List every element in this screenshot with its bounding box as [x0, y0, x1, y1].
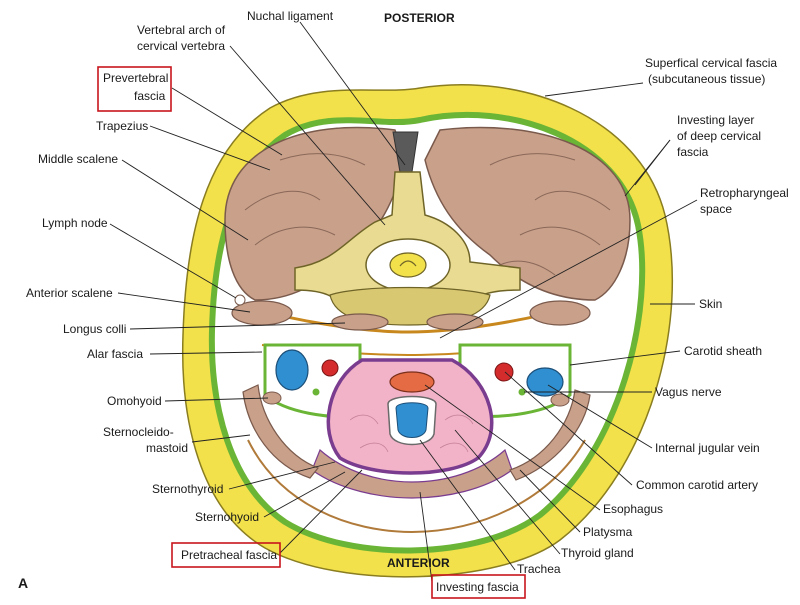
label-retropharyngeal-line1: Retropharyngeal [700, 186, 789, 200]
vagus-right [518, 388, 526, 396]
label-common-carotid: Common carotid artery [636, 478, 758, 492]
label-skin: Skin [699, 297, 722, 311]
common-carotid-left [321, 359, 339, 377]
label-middle-scalene: Middle scalene [38, 152, 118, 166]
label-prevertebral-line1: Prevertebral [103, 71, 168, 85]
spinal-cord [389, 252, 427, 278]
label-prevertebral-line2: fascia [134, 89, 166, 103]
labels: POSTERIOR ANTERIOR A Nuchal ligament Ver… [18, 9, 789, 599]
highlight-box-pretracheal [171, 542, 281, 568]
highlight-box-prevertebral [97, 66, 172, 112]
highlight-box-investing [431, 574, 526, 599]
vagus-left [312, 388, 320, 396]
label-lymph-node: Lymph node [42, 216, 108, 230]
anterior-label: ANTERIOR [387, 556, 450, 570]
internal-jugular-left [275, 349, 309, 391]
label-vagus-nerve: Vagus nerve [655, 385, 722, 399]
label-investing-layer-line2: of deep cervical [677, 129, 761, 143]
prevertebral-fascia-line [239, 303, 581, 334]
label-sternohyoid: Sternohyoid [195, 510, 259, 524]
neck-cross-section [181, 84, 674, 578]
label-superficial-line2: (subcutaneous tissue) [648, 72, 765, 86]
lymph-node-shape [234, 294, 246, 306]
label-retropharyngeal-line2: space [700, 202, 732, 216]
label-pretracheal-fascia: Pretracheal fascia [181, 548, 277, 562]
posterior-muscles-right [424, 126, 631, 301]
esophagus-shape [389, 371, 435, 393]
label-vertebral-arch-line1: Vertebral arch of [137, 23, 226, 37]
label-carotid-sheath: Carotid sheath [684, 344, 762, 358]
label-trapezius: Trapezius [96, 119, 148, 133]
label-longus-colli: Longus colli [63, 322, 126, 336]
label-nuchal-ligament: Nuchal ligament [247, 9, 334, 23]
longus-colli-shape [331, 313, 389, 331]
posterior-label: POSTERIOR [384, 11, 455, 25]
label-platysma: Platysma [583, 525, 633, 539]
label-vertebral-arch-line2: cervical vertebra [137, 39, 225, 53]
label-trachea: Trachea [517, 562, 561, 576]
platysma-line [247, 439, 586, 534]
label-investing-layer-line3: fascia [677, 145, 709, 159]
panel-letter: A [18, 575, 28, 591]
label-investing-layer-line1: Investing layer [677, 113, 754, 127]
label-thyroid-gland: Thyroid gland [561, 546, 634, 560]
scm-left [242, 384, 319, 479]
leader-lines [109, 21, 698, 583]
label-omohyoid: Omohyoid [107, 394, 162, 408]
label-esophagus: Esophagus [603, 502, 663, 516]
common-carotid-right [494, 362, 514, 382]
scm-right [509, 389, 591, 481]
label-scm-line2: mastoid [146, 441, 188, 455]
label-internal-jugular: Internal jugular vein [655, 441, 760, 455]
label-sternothyroid: Sternothyroid [152, 482, 223, 496]
label-superficial-line1: Superfical cervical fascia [645, 56, 777, 70]
label-scm-line1: Sternocleido- [103, 425, 174, 439]
label-anterior-scalene: Anterior scalene [26, 286, 113, 300]
label-alar-fascia: Alar fascia [87, 347, 143, 361]
label-investing-fascia: Investing fascia [436, 580, 519, 594]
